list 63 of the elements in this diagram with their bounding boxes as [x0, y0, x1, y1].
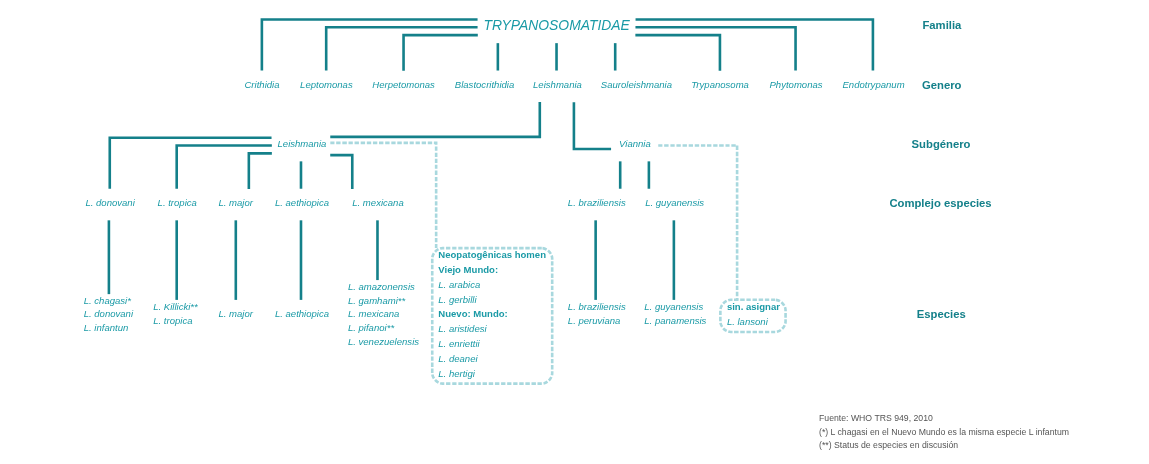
node-text: L. chagasi* L. donovani L. infantun — [83, 294, 133, 334]
node-text: L. major — [217, 197, 253, 209]
connector — [572, 102, 611, 151]
node-text: Phytomonas — [768, 78, 823, 90]
connector — [672, 220, 675, 300]
connector — [329, 153, 354, 189]
node-text: L. braziliensis — [567, 197, 626, 209]
connector — [107, 136, 272, 189]
connector — [329, 141, 437, 248]
node-text: L. braziliensis L. peruviana — [567, 301, 626, 327]
connector — [324, 26, 478, 71]
node-text: TRYPANOSOMATIDAE — [483, 16, 630, 33]
node-text: L. guyanensis L. panamensis — [643, 301, 706, 327]
connector — [635, 18, 874, 71]
connector — [174, 144, 272, 189]
node-text: L. amazonensis L. gamhami** L. mexicana L. pifanoi** L. venezuelensis — [347, 280, 419, 348]
node-text: L. donovani — [84, 197, 135, 209]
connector — [496, 43, 499, 71]
label: Especies — [916, 307, 966, 320]
node-text: Leishmania — [532, 78, 582, 90]
connector — [657, 144, 738, 300]
node-text: L. Killicki** L. tropica — [152, 301, 198, 327]
label: Familia — [921, 19, 961, 32]
connector — [247, 152, 272, 189]
node-text: Blastocrithidia — [454, 78, 514, 90]
node-box: Neopatogênicas homen Viejo Mundo: L. arabica L. gerbilli Nuevo: Mundo: L. aristidesi L. enriettii L. deanei L. hertigi — [430, 246, 553, 385]
label: Genero — [921, 78, 962, 91]
connector — [634, 26, 797, 71]
node-text: Leptomonas — [299, 78, 353, 90]
node-text: Sauroleishmania — [600, 78, 672, 90]
connector — [234, 220, 237, 300]
node-text: Herpetomonas — [371, 78, 435, 90]
connector — [375, 220, 379, 281]
node-text: L. major — [217, 308, 253, 320]
connector — [329, 102, 541, 139]
connector — [618, 161, 621, 189]
connector — [299, 161, 302, 189]
node-text: Crithidia — [243, 78, 280, 90]
connector — [647, 161, 650, 189]
connector — [634, 33, 721, 71]
label: (*) L chagasi en el Nuevo Mundo es la misma especie L infantum — [818, 426, 1069, 437]
label: (**) Status de especies en discusión — [818, 439, 958, 450]
node-text: Trypanosoma — [690, 78, 749, 90]
connector — [107, 220, 110, 295]
connector — [401, 33, 478, 71]
node-text: L. guyanensis — [644, 197, 704, 209]
connector — [593, 220, 597, 300]
connector — [613, 43, 616, 71]
label: Complejo especies — [888, 196, 992, 209]
connector — [174, 220, 178, 300]
node-text: L. aethiopica — [274, 197, 329, 209]
connector — [260, 18, 478, 71]
label: Subgénero — [911, 137, 971, 150]
node-box: sin. asignar L. lansoni — [718, 298, 787, 334]
node-text: L. tropica — [157, 197, 197, 209]
connector — [299, 220, 302, 300]
connector — [554, 43, 558, 71]
node-text: Endotrypanum — [841, 78, 905, 90]
node-text: Viannia — [618, 138, 651, 150]
label: Fuente: WHO TRS 949, 2010 — [818, 413, 933, 424]
node-text: L. aethiopica — [274, 308, 329, 320]
node-text: L. mexicana — [351, 197, 404, 209]
node-text: Leishmania — [277, 138, 326, 150]
